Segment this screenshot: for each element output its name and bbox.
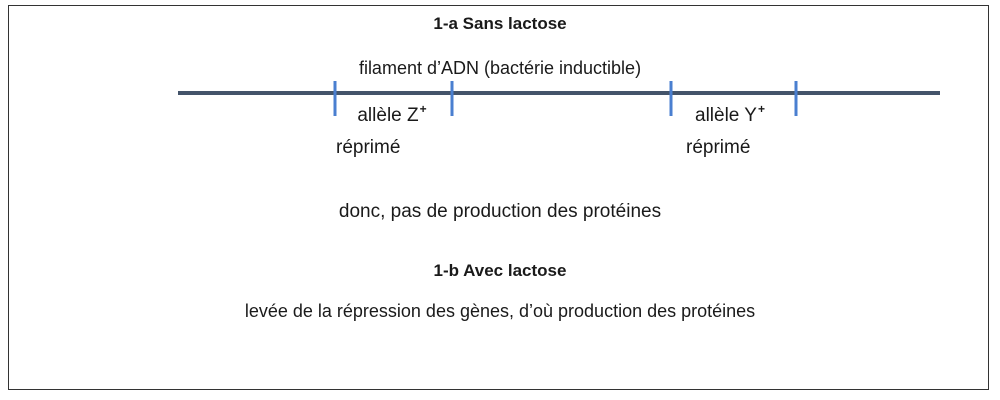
diagram-frame: [8, 5, 989, 390]
gene-z-label: allèle Z+: [357, 102, 427, 126]
section-title-avec-lactose: 1-b Avec lactose: [433, 261, 567, 280]
gene-y-status: réprimé: [686, 137, 751, 158]
section-title-sans-lactose: 1-a Sans lactose: [433, 14, 567, 33]
gene-z-status: réprimé: [336, 137, 401, 158]
dna-strand-label: filament d’ADN (bactérie inductible): [358, 58, 642, 78]
gene-y-label: allèle Y+: [695, 102, 765, 126]
conclusion-avec-lactose: levée de la répression des gènes, d’où p…: [244, 301, 756, 321]
conclusion-sans-lactose: donc, pas de production des protéines: [338, 201, 662, 222]
